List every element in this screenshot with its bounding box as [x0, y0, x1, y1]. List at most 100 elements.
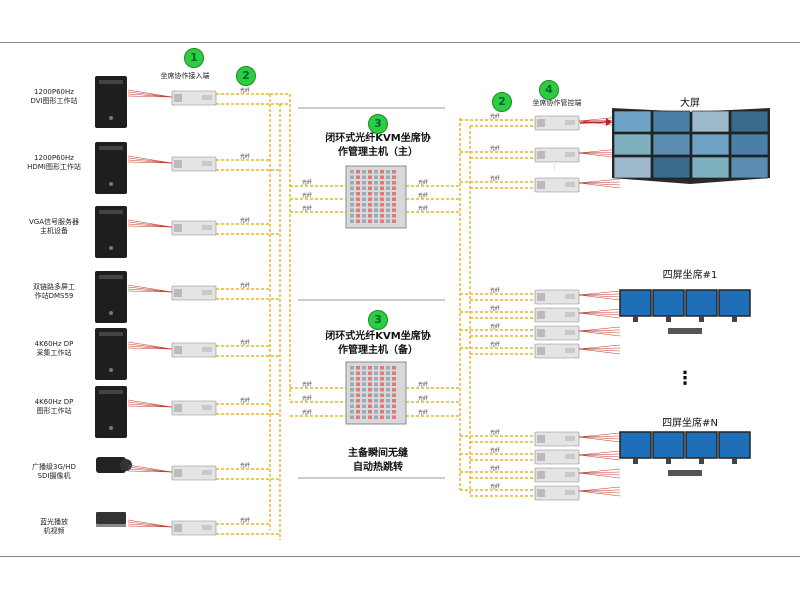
fiber-label: 光纤	[490, 113, 500, 120]
ellipsis-dots: ⋮	[676, 368, 694, 389]
host-port	[392, 366, 396, 370]
extender-port	[174, 346, 182, 354]
output-cable	[578, 436, 621, 443]
output-cable	[578, 490, 621, 494]
host-port	[374, 404, 378, 408]
tower-drive-bay	[99, 80, 123, 84]
host-port	[380, 203, 384, 207]
signal-cable	[127, 521, 173, 528]
host-port	[380, 399, 384, 403]
tower-drive-bay	[99, 146, 123, 150]
host-port	[374, 393, 378, 397]
host-port	[350, 197, 354, 201]
output-cable	[578, 294, 621, 301]
output-cable	[578, 453, 621, 456]
host-port	[386, 366, 390, 370]
host-port	[380, 170, 384, 174]
extender-port	[565, 294, 575, 299]
host-port	[380, 219, 384, 223]
source-label-line2: 机视频	[43, 527, 65, 535]
host-port	[374, 415, 378, 419]
fiber-label: 光纤	[418, 381, 428, 388]
host-port	[374, 366, 378, 370]
workstation-tower	[95, 386, 127, 438]
host-port	[386, 399, 390, 403]
host-port	[380, 192, 384, 196]
host-port	[356, 377, 360, 381]
host-port	[356, 219, 360, 223]
host-port	[356, 415, 360, 419]
extender-port	[202, 470, 212, 475]
rx-extender	[534, 289, 580, 305]
host-port	[368, 388, 372, 392]
seat-n-monitor	[652, 431, 685, 459]
source-label-2: VGA信号服务器主机设备	[14, 218, 94, 236]
output-cable	[578, 294, 621, 298]
signal-cable	[127, 225, 173, 228]
signal-cable	[127, 290, 173, 293]
fiber-label: 光纤	[240, 217, 250, 224]
host-port	[380, 175, 384, 179]
output-cable	[578, 472, 621, 476]
output-cable	[578, 330, 621, 337]
tx-extender	[171, 156, 217, 172]
host-port	[392, 197, 396, 201]
seat-1-label: 四屏坐席#1	[662, 270, 718, 281]
host-port	[368, 203, 372, 207]
host-port	[374, 214, 378, 218]
signal-cable	[127, 525, 173, 528]
source-label-line1: 双链路多屏工	[33, 283, 75, 291]
host-port	[380, 410, 384, 414]
output-cable	[578, 348, 621, 352]
extender-port	[565, 454, 575, 459]
host-port	[386, 404, 390, 408]
hot-switch-note: 主备瞬间无缝 自动热跳转	[318, 447, 438, 475]
wall-feed-arrow	[579, 121, 607, 124]
seat-1-monitor	[652, 289, 685, 317]
fiber-label: 光纤	[490, 305, 500, 312]
fiber-label: 光纤	[418, 205, 428, 212]
source-label-3: 双链路多屏工作站DMS59	[14, 283, 94, 301]
host-port	[350, 377, 354, 381]
extender-port	[537, 471, 545, 479]
host-port	[386, 371, 390, 375]
host-port	[368, 415, 372, 419]
source-label-line2: SDI摄像机	[37, 472, 71, 480]
host-port	[362, 410, 366, 414]
fiber-label: 光纤	[490, 287, 500, 294]
host-port	[362, 388, 366, 392]
output-cable	[578, 293, 621, 296]
host-port	[374, 186, 378, 190]
seat-1-monitor	[619, 289, 652, 317]
fiber-label: 光纤	[302, 395, 312, 402]
control-end-label: 坐席协作管控端	[532, 99, 582, 107]
extender-port	[174, 160, 182, 168]
host-port	[392, 415, 396, 419]
host-port	[368, 197, 372, 201]
host-port	[392, 170, 396, 174]
signal-cable	[127, 523, 173, 528]
rx-extender	[534, 307, 580, 323]
host-port	[368, 214, 372, 218]
seat-n-monitor-stand	[732, 458, 737, 464]
video-wall-tile	[730, 156, 769, 179]
video-wall-tile	[730, 110, 769, 133]
host-port	[362, 208, 366, 212]
host-port	[362, 415, 366, 419]
extender-port	[537, 489, 545, 497]
host-port	[362, 393, 366, 397]
host-port	[386, 170, 390, 174]
signal-cable	[127, 157, 173, 164]
host-port	[362, 197, 366, 201]
fiber-label: 光纤	[490, 145, 500, 152]
host-port	[374, 388, 378, 392]
host-port	[392, 382, 396, 386]
host-port	[380, 393, 384, 397]
workstation-tower	[95, 142, 127, 194]
host-port	[368, 371, 372, 375]
extender-port	[565, 312, 575, 317]
output-cable	[578, 435, 621, 438]
host-port	[350, 175, 354, 179]
